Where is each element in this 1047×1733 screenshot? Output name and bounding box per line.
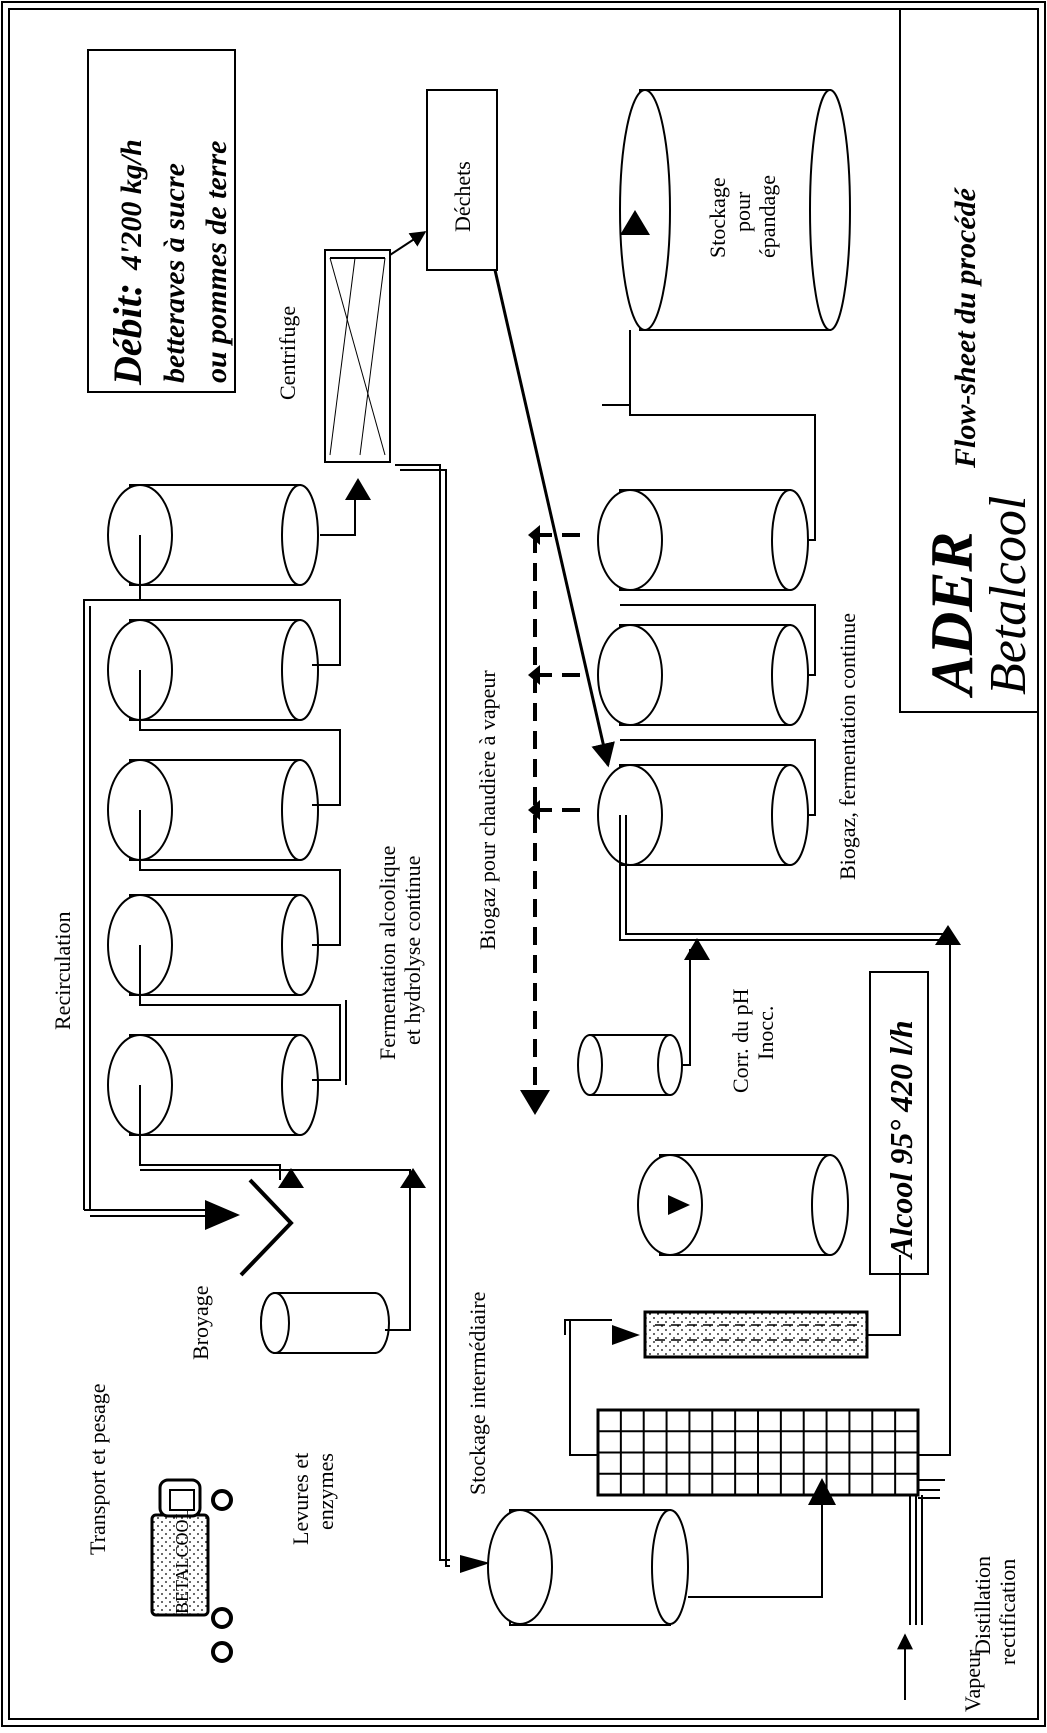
ph-correction-tank [577, 938, 710, 1096]
fermentation-tank-3 [107, 759, 319, 861]
title-subtitle: Flow-sheet du procédé [949, 186, 982, 469]
centrifuge [324, 249, 391, 463]
label-stockage-epandage-2: pour [730, 191, 755, 232]
condenser [564, 1310, 869, 1359]
title-block: ADER Betalcool Flow-sheet du procédé [919, 186, 1037, 699]
title-betalcool: Betalcool [980, 496, 1037, 695]
fermentation-tank-2 [107, 894, 319, 996]
recirculation-pipes [83, 464, 450, 1567]
biogas-arrowheads [520, 525, 550, 1115]
label-levures-2: enzymes [313, 1453, 338, 1530]
fermentation-tanks [107, 484, 347, 1180]
yeast-tank [260, 1292, 390, 1354]
label-broyage: Broyage [188, 1285, 213, 1360]
inner-frame [8, 8, 1039, 1720]
process-arrows [205, 478, 490, 1573]
label-recirculation: Recirculation [50, 911, 75, 1030]
distillation-column [569, 925, 961, 1700]
epandage-storage-tank [619, 89, 851, 331]
centrifuge-to-dechets [389, 231, 427, 256]
label-centrifuge: Centrifuge [275, 306, 300, 400]
label-dechets: Déchets [450, 161, 475, 232]
debit-value: 4'200 kg/h [115, 139, 148, 271]
label-stockage-epandage-3: épandage [755, 175, 780, 258]
biogas-tank-3 [597, 489, 809, 591]
label-rectification: rectification [995, 1559, 1020, 1665]
label-stockage-intermediaire: Stockage intermédiaire [465, 1292, 490, 1495]
biogas-tank-2 [597, 624, 809, 726]
truck-icon: BETALCOOL [150, 1478, 233, 1663]
label-distillation: Distillation [970, 1556, 995, 1655]
biogas-pipes [602, 330, 950, 941]
debit-box: Débit: 4'200 kg/h betteraves à sucre ou … [87, 49, 236, 393]
title-ader: ADER [919, 532, 985, 699]
debit-line3: ou pommes de terre [200, 141, 233, 383]
alcohol-output-box: Alcool 95° 420 l/h [869, 971, 929, 1275]
dechets-box [426, 89, 498, 271]
label-fermentation-1: Fermentation alcoolique [375, 846, 400, 1060]
alcohol-output-label: Alcool 95° 420 l/h [883, 1020, 919, 1260]
label-inocc: Inocc. [753, 1006, 778, 1060]
fermentation-tank-1 [107, 1034, 319, 1136]
debit-label: Débit: [105, 283, 150, 386]
dechets-to-biogaz [493, 269, 615, 768]
truck-text: BETALCOOL [172, 1508, 192, 1614]
biogas-dashed-lines [533, 533, 580, 1090]
label-biogaz-fermentation: Biogaz, fermentation continue [835, 613, 860, 880]
label-stockage-epandage-1: Stockage [705, 177, 730, 258]
fermentation-tank-5 [107, 484, 319, 586]
intermediate-storage-tank [487, 1478, 836, 1626]
debit-line2: betteraves à sucre [158, 163, 191, 383]
label-levures-1: Levures et [288, 1453, 313, 1545]
title-box-border [899, 9, 1038, 713]
broyage-mill-icon [239, 1178, 294, 1277]
biogas-tanks [597, 489, 809, 866]
label-transport: Transport et pesage [85, 1384, 110, 1556]
alcohol-storage-tank [637, 1154, 849, 1256]
text-labels: Transport et pesage Broyage Levures et e… [50, 161, 1020, 1712]
label-vapeur: Vapeur [960, 1649, 985, 1712]
label-corr-ph: Corr. du pH [728, 988, 753, 1093]
label-fermentation-2: et hydrolyse continue [400, 856, 425, 1045]
biogas-tank-1 [597, 764, 809, 866]
label-biogaz-chaudiere: Biogaz pour chaudière à vapeur [475, 670, 500, 950]
